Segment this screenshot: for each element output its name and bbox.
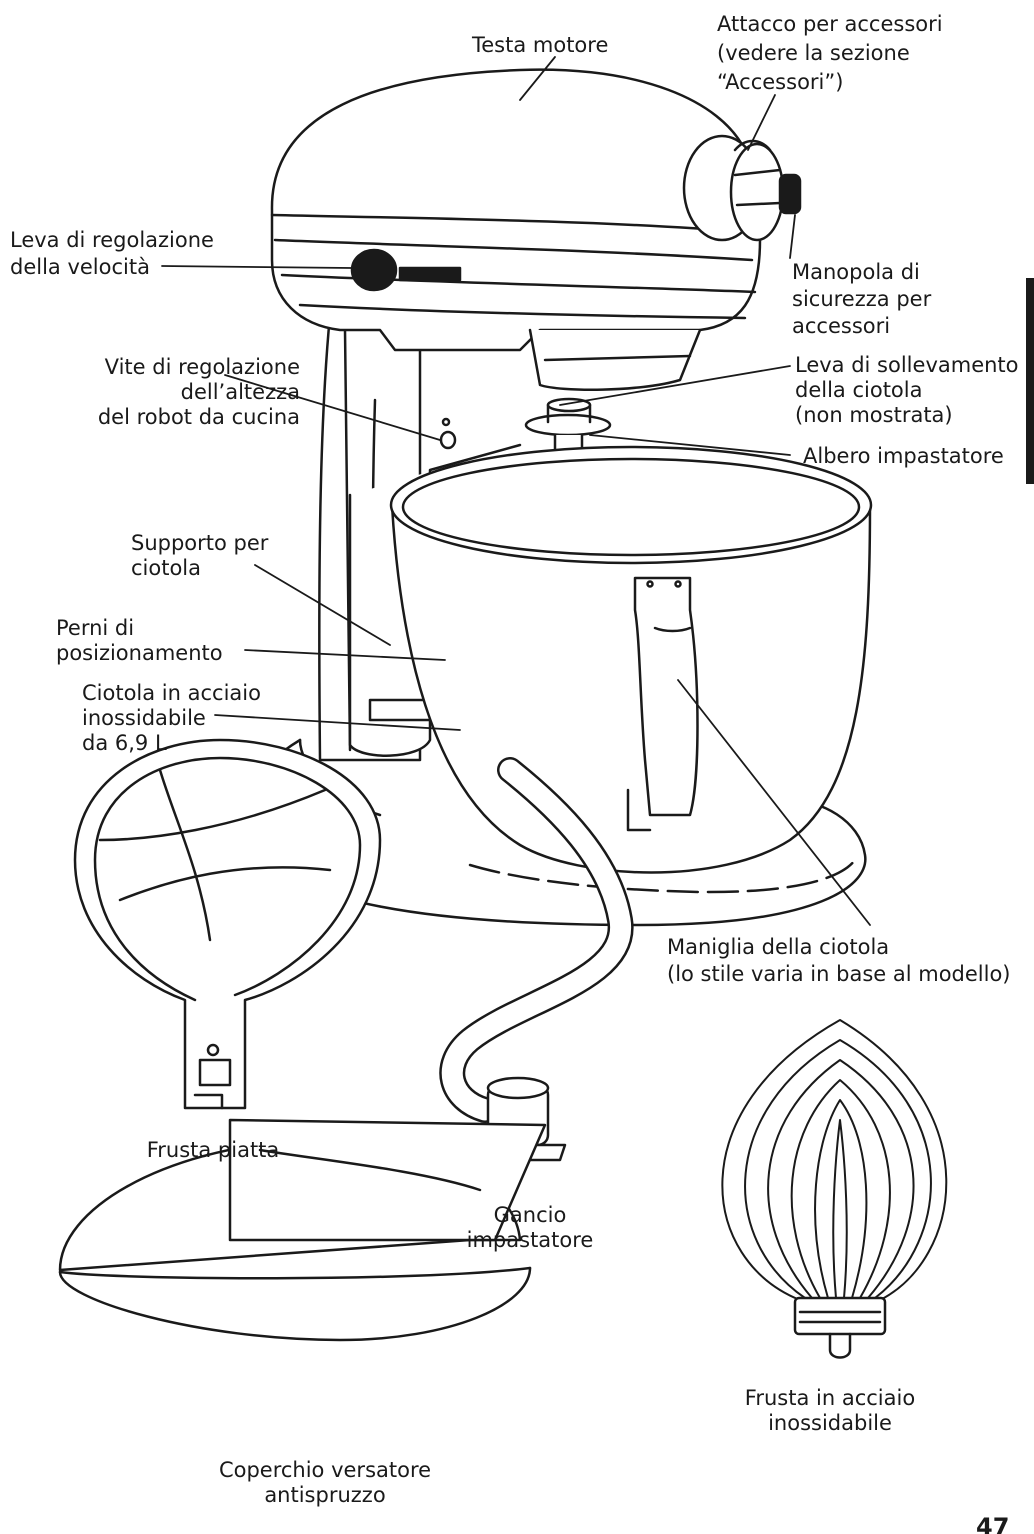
label-frusta-piatta: Frusta piatta [146,1138,280,1162]
label-maniglia-ciotola: Maniglia della ciotola (lo stile varia i… [667,935,1011,986]
page-number: 47 [976,1513,1010,1534]
dough-hook [439,757,634,1162]
label-coperchio-versatore: Coperchio versatore antispruzzo [218,1458,432,1507]
flat-beater [73,738,382,1110]
label-frusta-acciaio: Frusta in acciaio inossidabile [744,1386,916,1435]
label-vite-regolazione: Vite di regolazione dell’altezza del rob… [97,355,300,429]
label-leva-sollevamento: Leva di sollevamento della ciotola (non … [795,353,1019,427]
label-attacco-accessori: Attacco per accessori (vedere la sezione… [717,12,943,94]
section-tab-marker [1026,278,1034,484]
label-perni-posizionamento: Perni di posizionamento [56,616,223,665]
label-manopola-sicurezza: Manopola di sicurezza per accessori [792,260,932,338]
label-albero-impastatore: Albero impastatore [803,444,1004,468]
label-gancio-impastatore: Gancio impastatore [466,1203,594,1252]
wire-whip [721,1019,948,1359]
label-ciotola-acciaio: Ciotola in acciaio inossidabile da 6,9 L [82,681,261,755]
label-leva-velocita: Leva di regolazione della velocità [10,228,214,279]
motor-head [270,68,802,391]
label-supporto-ciotola: Supporto per ciotola [131,531,269,580]
label-testa-motore: Testa motore [472,33,609,57]
leader-lines [161,56,871,926]
pouring-shield [58,1118,547,1342]
